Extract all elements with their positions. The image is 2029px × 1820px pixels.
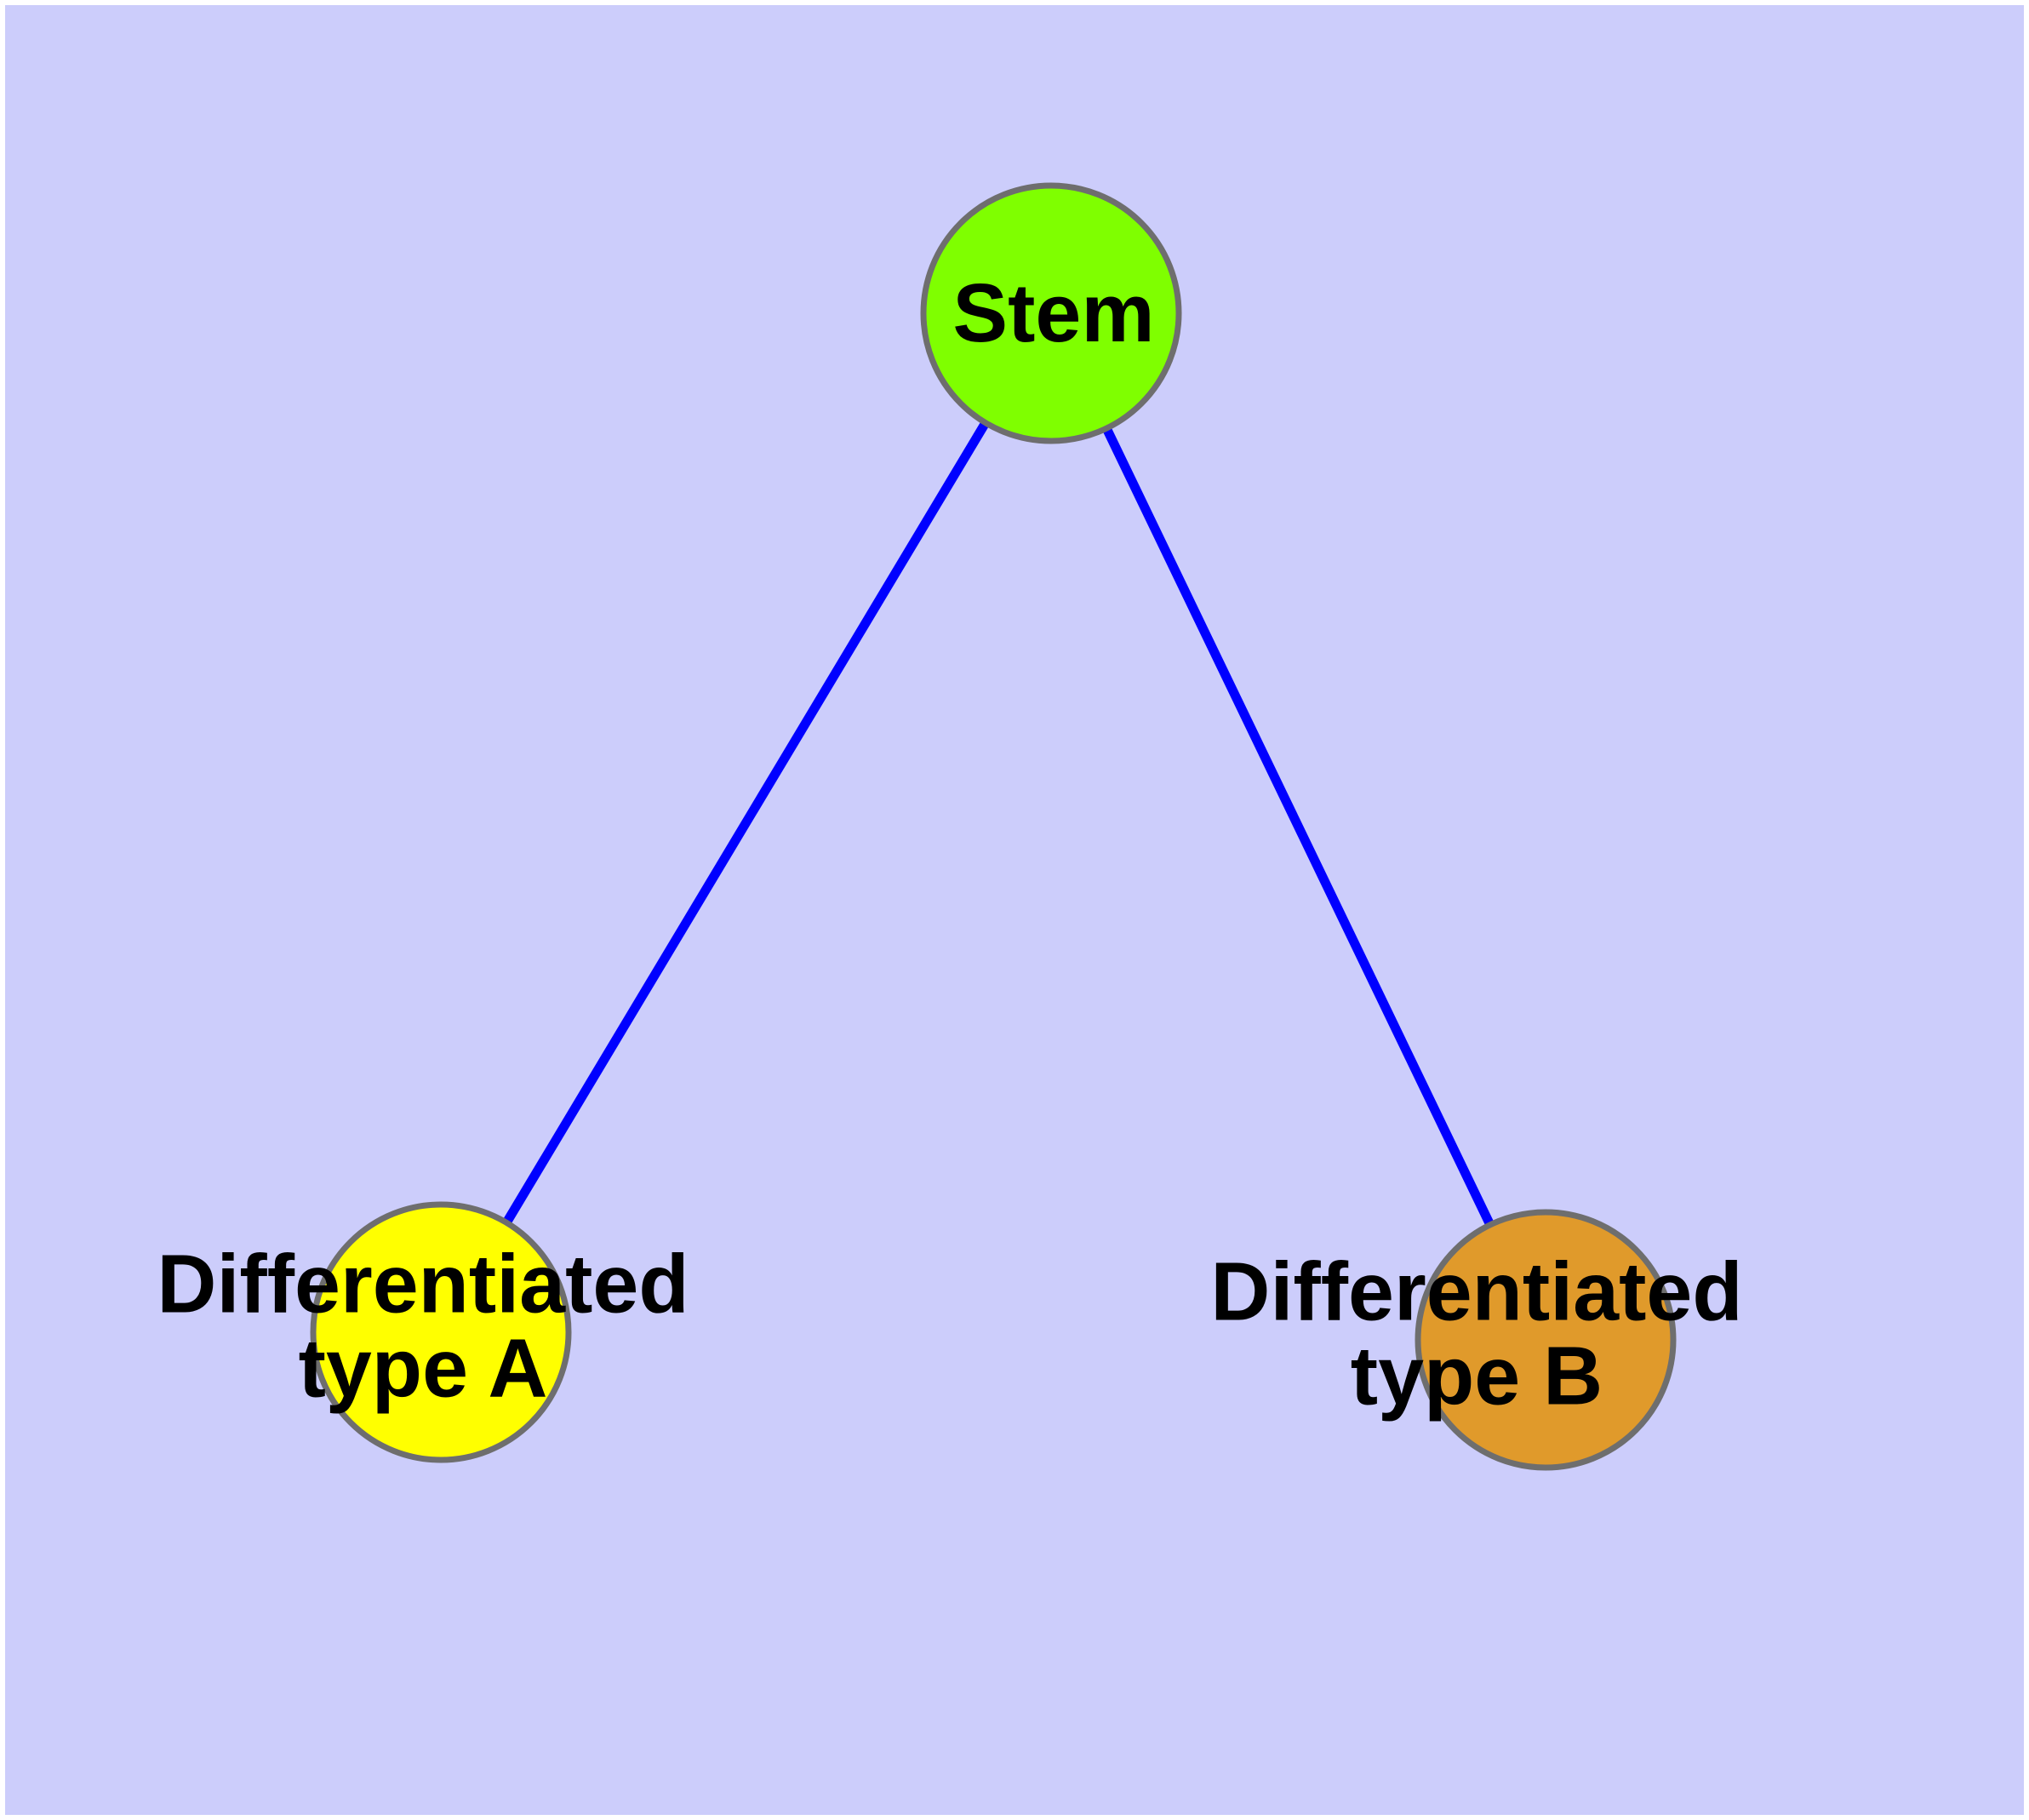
graph-node-label-line: Stem: [952, 266, 1154, 359]
graph-edge-stem-to-diff_b[interactable]: [1047, 311, 1550, 1342]
graph-node-stem[interactable]: [920, 182, 1182, 444]
graph-node-diff_b[interactable]: [1415, 1209, 1677, 1471]
graph-node-label-line: type B: [1351, 1329, 1603, 1422]
graph-node-label-line: Differentiated: [1210, 1245, 1742, 1337]
graph-node-diff_a[interactable]: [310, 1201, 572, 1463]
graph-node-label-line: Differentiated: [157, 1237, 689, 1330]
nodes-group: [310, 182, 1677, 1471]
graph-node-label-line: type A: [299, 1321, 548, 1414]
graph-node-label-stem: Stem: [952, 266, 1154, 359]
graph-edge-stem-to-diff_a[interactable]: [437, 311, 1055, 1335]
edges-group: [437, 311, 1550, 1342]
